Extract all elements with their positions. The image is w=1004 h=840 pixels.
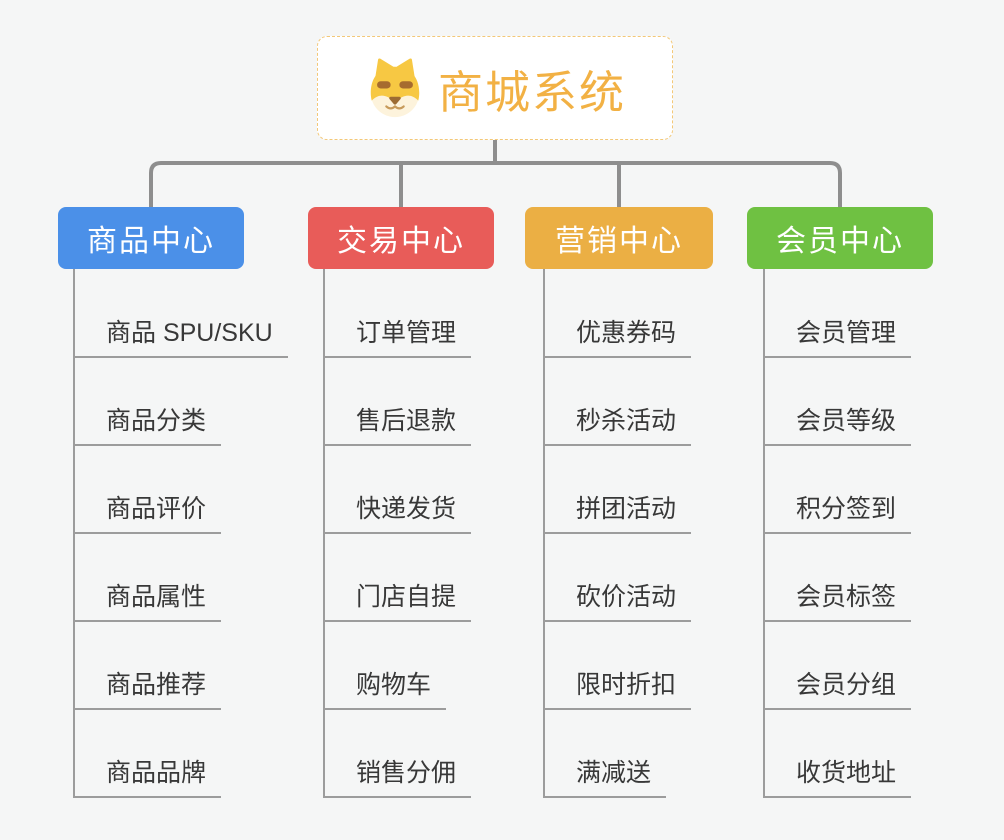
child-node[interactable]: 售后退款: [323, 358, 558, 446]
branch-box-member[interactable]: 会员中心: [747, 207, 933, 269]
branch-children-trade: 订单管理 售后退款 快递发货 门店自提 购物车 销售分佣: [323, 270, 558, 798]
branch-box-product[interactable]: 商品中心: [58, 207, 244, 269]
child-node[interactable]: 商品推荐: [73, 622, 308, 710]
child-node[interactable]: 商品品牌: [73, 710, 308, 798]
branch-children-member: 会员管理 会员等级 积分签到 会员标签 会员分组 收货地址: [763, 270, 998, 798]
shiba-dog-icon: [370, 58, 420, 118]
child-node[interactable]: 购物车: [323, 622, 558, 710]
child-node[interactable]: 秒杀活动: [543, 358, 778, 446]
child-node[interactable]: 积分签到: [763, 446, 998, 534]
child-node[interactable]: 砍价活动: [543, 534, 778, 622]
branch-box-trade[interactable]: 交易中心: [308, 207, 494, 269]
tree-connector-lines: [149, 140, 842, 207]
child-node[interactable]: 优惠券码: [543, 270, 778, 358]
child-node[interactable]: 限时折扣: [543, 622, 778, 710]
child-node[interactable]: 订单管理: [323, 270, 558, 358]
root-title: 商城系统: [437, 66, 626, 118]
child-node[interactable]: 满减送: [543, 710, 778, 798]
child-node[interactable]: 商品 SPU/SKU: [73, 270, 308, 358]
child-node[interactable]: 会员管理: [763, 270, 998, 358]
child-node[interactable]: 商品分类: [73, 358, 308, 446]
child-node[interactable]: 拼团活动: [543, 446, 778, 534]
child-node[interactable]: 销售分佣: [323, 710, 558, 798]
child-node[interactable]: 收货地址: [763, 710, 998, 798]
child-node[interactable]: 快递发货: [323, 446, 558, 534]
root-node[interactable]: 商城系统: [317, 36, 673, 140]
child-node[interactable]: 商品评价: [73, 446, 308, 534]
branch-children-product: 商品 SPU/SKU 商品分类 商品评价 商品属性 商品推荐 商品品牌: [73, 270, 308, 798]
child-node[interactable]: 会员标签: [763, 534, 998, 622]
child-node[interactable]: 商品属性: [73, 534, 308, 622]
child-node[interactable]: 门店自提: [323, 534, 558, 622]
branch-children-marketing: 优惠券码 秒杀活动 拼团活动 砍价活动 限时折扣 满减送: [543, 270, 778, 798]
child-node[interactable]: 会员分组: [763, 622, 998, 710]
child-node[interactable]: 会员等级: [763, 358, 998, 446]
branch-box-marketing[interactable]: 营销中心: [525, 207, 713, 269]
